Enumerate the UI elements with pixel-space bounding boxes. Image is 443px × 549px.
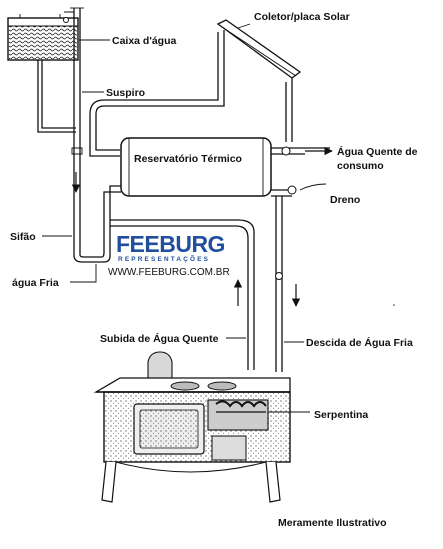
- speck: [393, 304, 395, 306]
- label-coletor: Coletor/placa Solar: [254, 11, 350, 23]
- brand-name: FEEBURG: [116, 231, 225, 257]
- collector-return-pipe: [285, 78, 293, 142]
- label-subida: Subida de Água Quente: [100, 332, 219, 345]
- brand-subtitle: REPRESENTAÇÕES: [118, 254, 210, 263]
- label-descida: Descida de Água Fria: [306, 336, 413, 349]
- label-dreno: Dreno: [330, 194, 360, 206]
- water-tank: [7, 11, 79, 61]
- thermal-reservoir: [120, 137, 272, 197]
- drain-valve-icon: [287, 185, 297, 195]
- solar-collector: [216, 19, 302, 79]
- reservoir-label: Reservatório Térmico: [134, 153, 242, 165]
- tank-outlet-pipe: [37, 60, 76, 133]
- label-meramente: Meramente Ilustrativo: [278, 517, 387, 529]
- descent-valve-icon: [275, 272, 283, 280]
- hot-ascent-pipe: [110, 219, 255, 370]
- vent-pipe: [70, 7, 84, 255]
- drain-leader: [299, 183, 327, 191]
- brand-url: WWW.FEEBURG.COM.BR: [108, 267, 230, 278]
- feeburg-logo: FEEBURG REPRESENTAÇÕES: [116, 231, 225, 263]
- hot-outlet-valve-icon: [281, 146, 291, 156]
- siphon-pipe: [73, 222, 111, 263]
- label-sifao: Sifão: [10, 231, 36, 243]
- collector-hot-pipe: [89, 30, 225, 157]
- label-suspiro: Suspiro: [106, 87, 145, 99]
- coletor-leader: [237, 23, 251, 29]
- label-agua-fria: água Fria: [12, 277, 59, 289]
- label-caixa: Caixa d'água: [112, 35, 177, 47]
- label-agua-quente-2: consumo: [337, 160, 384, 172]
- agua-fria-leader: [70, 264, 97, 283]
- cold-descent-pipe: [275, 196, 283, 372]
- label-agua-quente-1: Água Quente de: [337, 145, 418, 158]
- reservoir-cold-pipe: [103, 185, 121, 222]
- wood-stove: [93, 351, 291, 503]
- label-serpentina: Serpentina: [314, 409, 368, 421]
